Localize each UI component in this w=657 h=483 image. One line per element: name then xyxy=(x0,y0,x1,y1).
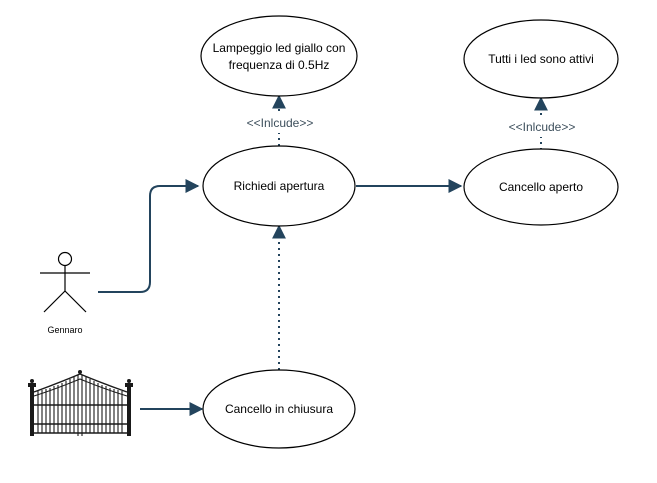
include-label-1: <<Inlcude>> xyxy=(247,116,314,130)
include-label-2: <<Inlcude>> xyxy=(509,120,576,134)
use-case-tutti-led[interactable]: Tutti i led sono attivi xyxy=(463,19,619,99)
stick-figure-icon[interactable] xyxy=(40,251,90,313)
use-case-cancello-aperto-label: Cancello aperto xyxy=(499,180,583,194)
use-case-tutti-led-label: Tutti i led sono attivi xyxy=(488,52,594,66)
use-case-cancello-aperto[interactable]: Cancello aperto xyxy=(463,148,619,226)
use-case-chiusura-label: Cancello in chiusura xyxy=(225,402,333,416)
use-case-lampeggio[interactable]: Lampeggio led giallo con frequenza di 0.… xyxy=(200,15,358,97)
gate-icon[interactable] xyxy=(28,370,133,436)
actor-gennaro-label: Gennaro xyxy=(47,325,82,335)
use-case-cancello-chiusura[interactable]: Cancello in chiusura xyxy=(202,369,356,449)
use-case-richiedi-label: Richiedi apertura xyxy=(234,179,325,193)
use-case-lampeggio-line1: Lampeggio led giallo con xyxy=(213,41,346,55)
use-case-lampeggio-line2: frequenza di 0.5Hz xyxy=(229,58,330,72)
actor-to-richiedi-connector xyxy=(98,179,200,293)
use-case-richiedi-apertura[interactable]: Richiedi apertura xyxy=(202,145,356,227)
